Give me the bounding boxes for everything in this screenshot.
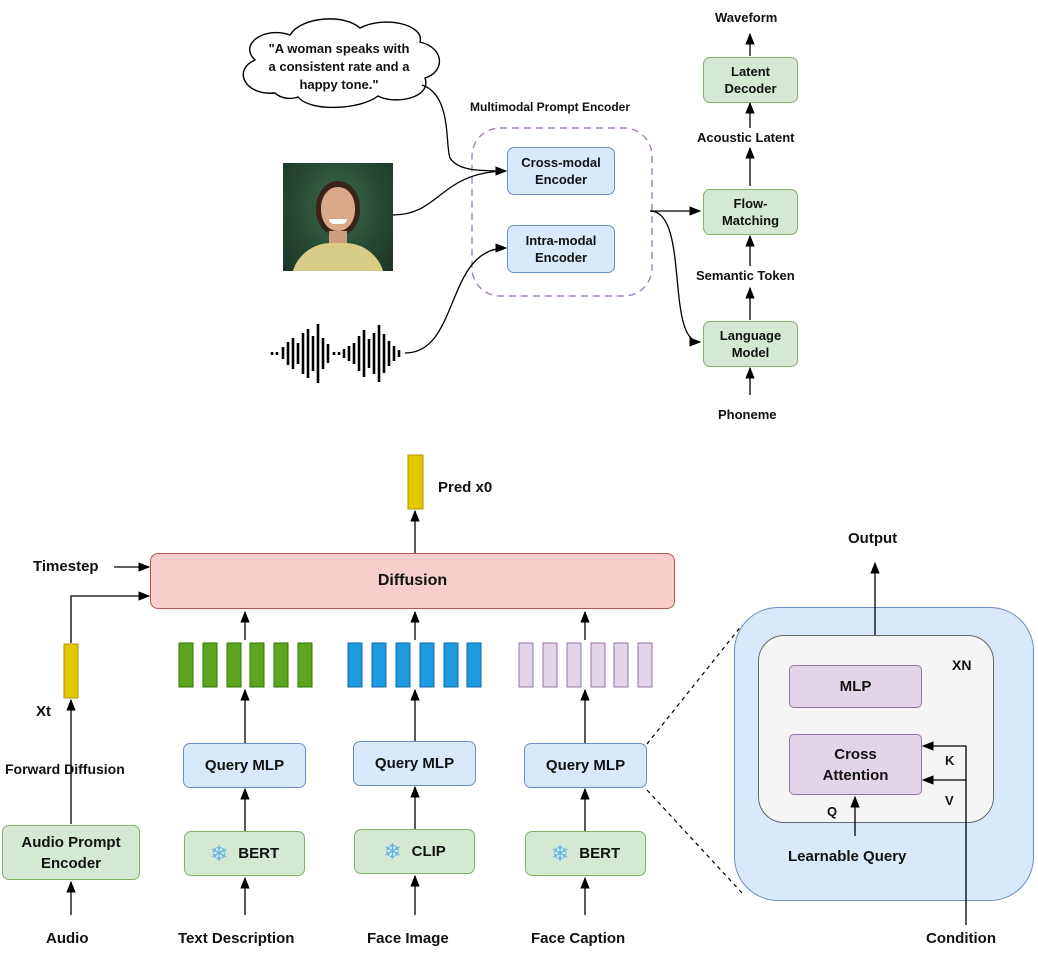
audio-label: Audio [46,930,89,947]
text-description-label: Text Description [178,930,295,947]
language-model: Language Model [703,321,798,367]
intra-modal-encoder: Intra-modal Encoder [507,225,615,273]
xn-label: XN [952,657,972,673]
bert-label: BERT [238,845,280,862]
q-label: Q [827,804,838,819]
text-token-bars [178,642,313,688]
caption-token-bars [518,642,653,688]
condition-label: Condition [926,930,996,947]
speech-text: "A woman speaks with a consistent rate a… [268,41,410,92]
snowflake-icon: ❄ [550,840,570,866]
xt-label: Xt [36,703,51,720]
audio-prompt-encoder: Audio Prompt Encoder [2,825,140,880]
bert-caption-encoder: ❄ BERT [525,831,646,876]
snowflake-icon: ❄ [383,838,402,864]
clip-label: CLIP [411,843,446,860]
learnable-query-label: Learnable Query [788,848,907,865]
bert-text-encoder: ❄ BERT [184,831,305,876]
face-photo [283,163,393,271]
diffusion-block: Diffusion [150,553,675,609]
k-label: K [945,753,955,768]
snowflake-icon: ❄ [209,840,229,866]
v-label: V [945,793,954,808]
cross-attention-block: Cross Attention [789,734,922,795]
clip-image-encoder: ❄ CLIP [354,829,475,874]
face-caption-label: Face Caption [531,930,626,947]
output-label: Output [848,530,898,547]
bert-label: BERT [579,845,621,862]
timestep-label: Timestep [33,558,99,575]
cross-modal-encoder: Cross-modal Encoder [507,147,615,195]
waveform-label: Waveform [715,10,778,25]
semantic-token-label: Semantic Token [696,268,795,283]
prompt-encoder-title: Multimodal Prompt Encoder [470,100,631,114]
flow-matching: Flow-Matching [703,189,798,235]
forward-diffusion-label: Forward Diffusion [5,761,125,777]
phoneme-label: Phoneme [718,407,777,422]
speech-bubble [242,18,441,109]
prompt-encoder-region [471,127,653,297]
query-mlp-text: Query MLP [183,743,306,788]
image-token-bars [347,642,482,688]
query-mlp-caption: Query MLP [524,743,647,788]
acoustic-latent-label: Acoustic Latent [697,130,795,145]
pred-x0-bar [407,454,424,510]
pred-x0-label: Pred x0 [438,479,493,496]
xt-bar [63,643,79,699]
mlp-block: MLP [789,665,922,708]
latent-decoder: Latent Decoder [703,57,798,103]
query-mlp-image: Query MLP [353,741,476,786]
audio-waveform [270,324,401,383]
face-image-label: Face Image [367,930,449,947]
